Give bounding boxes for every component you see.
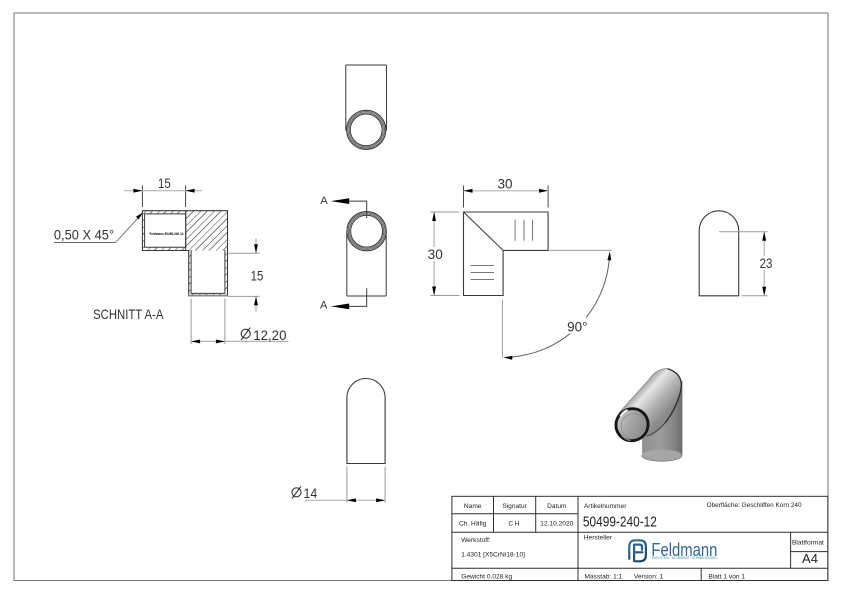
svg-text:Gewicht 0.028 kg: Gewicht 0.028 kg xyxy=(461,573,512,580)
svg-text:30: 30 xyxy=(428,246,443,262)
svg-text:Artikelnummer: Artikelnummer xyxy=(584,503,627,510)
svg-text:15: 15 xyxy=(158,175,171,191)
svg-text:Oberfläche: Geschliffen Korn: Oberfläche: Geschliffen Korn 240 xyxy=(707,502,802,509)
svg-text:90°: 90° xyxy=(567,319,587,335)
svg-text:1.4301 [X5CrNi18-10]: 1.4301 [X5CrNi18-10] xyxy=(461,552,525,559)
svg-text:0,50 X 45°: 0,50 X 45° xyxy=(54,227,114,243)
svg-text:12.10.2020: 12.10.2020 xyxy=(540,521,573,528)
svg-text:14: 14 xyxy=(304,485,318,501)
svg-text:EDELSTAHL · ALUMINIUM · SCHMIE: EDELSTAHL · ALUMINIUM · SCHMIEDEEISEN xyxy=(652,556,717,560)
svg-text:Version: 1: Version: 1 xyxy=(634,573,664,580)
svg-text:SCHNITT A-A: SCHNITT A-A xyxy=(93,306,164,322)
svg-text:A4: A4 xyxy=(802,551,818,566)
svg-text:50499-240-12: 50499-240-12 xyxy=(583,515,657,531)
svg-text:A: A xyxy=(320,195,328,207)
svg-text:Masstab: 1:1: Masstab: 1:1 xyxy=(585,573,623,580)
svg-text:Signatur: Signatur xyxy=(502,503,527,510)
svg-text:15: 15 xyxy=(251,267,264,283)
svg-text:Blattformat: Blattformat xyxy=(792,540,824,547)
svg-text:A: A xyxy=(320,299,328,311)
svg-text:Name: Name xyxy=(464,503,482,510)
svg-text:30: 30 xyxy=(497,175,512,191)
svg-text:Feldmann: Feldmann xyxy=(651,539,717,560)
svg-text:Datum: Datum xyxy=(547,503,567,510)
svg-text:12,20: 12,20 xyxy=(253,327,286,343)
svg-text:Feldmann 50499-240-14: Feldmann 50499-240-14 xyxy=(150,231,185,236)
svg-text:CH: CH xyxy=(508,521,521,528)
svg-text:Ch. Häfig: Ch. Häfig xyxy=(459,521,487,528)
svg-text:Blatt 1 von 1: Blatt 1 von 1 xyxy=(708,573,745,580)
svg-text:Werkstoff:: Werkstoff: xyxy=(461,537,491,544)
svg-text:23: 23 xyxy=(760,255,773,271)
svg-text:Hersteller: Hersteller xyxy=(584,535,613,542)
